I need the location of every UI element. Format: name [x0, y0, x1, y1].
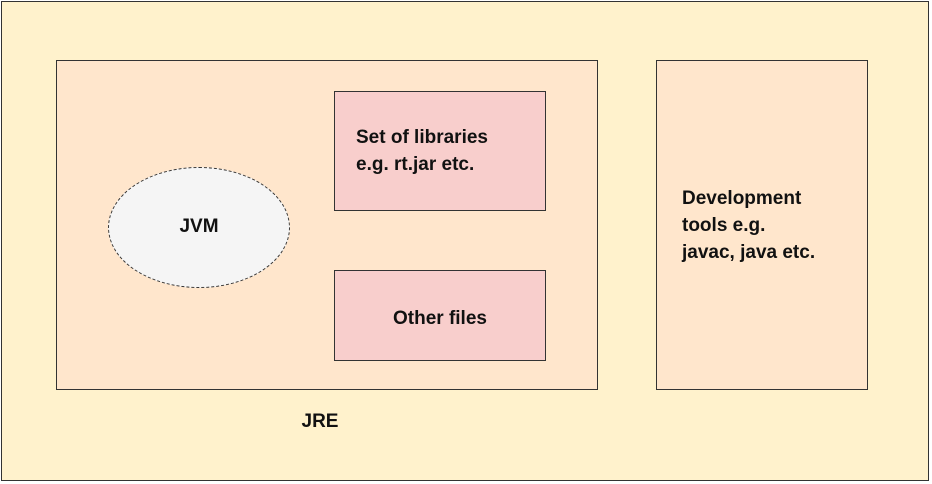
development-tools-label: Development tools e.g. javac, java etc.: [682, 185, 862, 266]
libraries-label-line-2: e.g. rt.jar etc.: [356, 154, 475, 175]
libraries-label: Set of libraries e.g. rt.jar etc.: [356, 124, 536, 178]
other-files-box: [334, 270, 546, 361]
development-tools-box: [656, 60, 868, 390]
libraries-label-line-1: Set of libraries: [356, 127, 488, 148]
jre-label: JRE: [301, 411, 339, 432]
jvm-label: JVM: [179, 216, 219, 237]
development-tools-label-line-3: javac, java etc.: [682, 242, 816, 263]
other-files-label: Other files: [393, 308, 487, 329]
libraries-box: [334, 91, 546, 211]
development-tools-label-line-1: Development: [682, 188, 802, 209]
development-tools-label-line-2: tools e.g.: [682, 215, 766, 236]
jvm-ellipse: [108, 167, 290, 288]
